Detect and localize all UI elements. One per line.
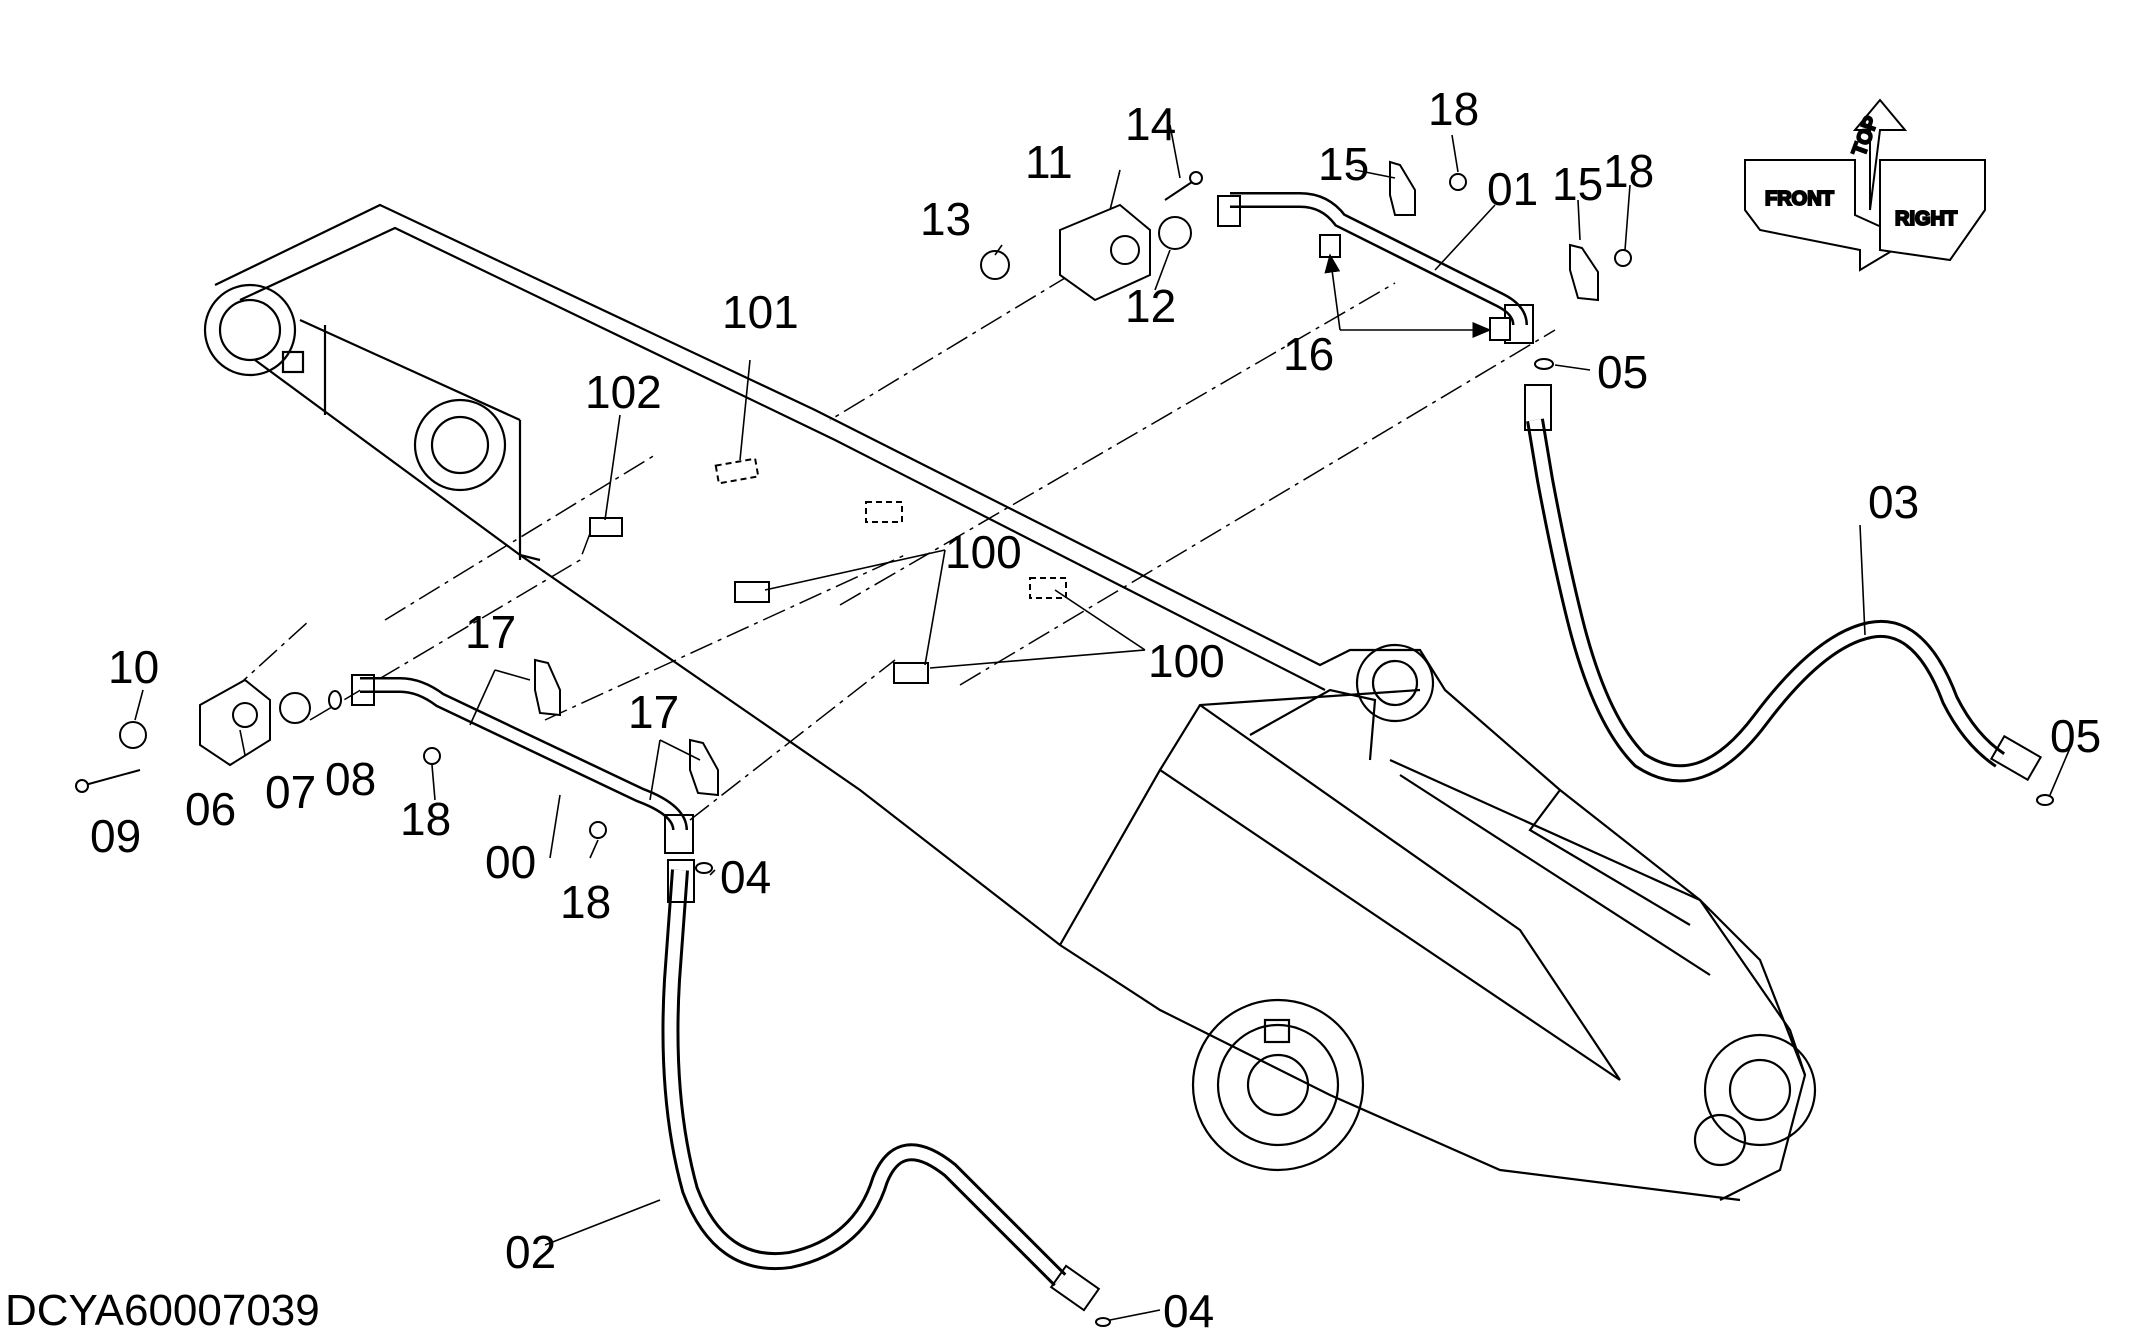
boom-arm bbox=[203, 203, 1817, 1202]
callout-17-b: 17 bbox=[628, 686, 679, 738]
callout-07: 07 bbox=[265, 766, 316, 818]
callout-101: 101 bbox=[722, 286, 799, 338]
callout-03: 03 bbox=[1868, 476, 1919, 528]
document-id: DCYA60007039 bbox=[5, 1286, 320, 1335]
orientation-right-label: RIGHT bbox=[1895, 208, 1957, 230]
callout-09: 09 bbox=[90, 810, 141, 862]
callout-06: 06 bbox=[185, 783, 236, 835]
callout-17-a: 17 bbox=[465, 606, 516, 658]
callout-100-a: 100 bbox=[945, 526, 1022, 578]
callout-100-b: 100 bbox=[1148, 635, 1225, 687]
callout-18-b: 18 bbox=[1603, 145, 1654, 197]
callout-16: 16 bbox=[1283, 328, 1334, 380]
callout-01: 01 bbox=[1487, 163, 1538, 215]
callout-18-c: 18 bbox=[400, 793, 451, 845]
callout-15-a: 15 bbox=[1318, 138, 1369, 190]
callout-05-b: 05 bbox=[2050, 710, 2101, 762]
callout-12: 12 bbox=[1125, 280, 1176, 332]
callout-18-d: 18 bbox=[560, 876, 611, 928]
orientation-front-label: FRONT bbox=[1765, 188, 1834, 210]
callout-04-a: 04 bbox=[720, 851, 771, 903]
callout-14: 14 bbox=[1125, 98, 1176, 150]
leader-lines bbox=[199, 274, 1556, 821]
callout-02: 02 bbox=[505, 1226, 556, 1278]
callout-04-b: 04 bbox=[1163, 1285, 1214, 1335]
callout-13: 13 bbox=[920, 193, 971, 245]
pipes-and-hoses bbox=[351, 192, 2043, 1312]
callout-05-a: 05 bbox=[1597, 346, 1648, 398]
callout-15-b: 15 bbox=[1552, 158, 1603, 210]
hardware-parts bbox=[75, 160, 2054, 1327]
callout-08: 08 bbox=[325, 753, 376, 805]
callout-leaders bbox=[134, 124, 2071, 1321]
callout-18-a: 18 bbox=[1428, 83, 1479, 135]
orientation-icon: FRONT TOP RIGHT bbox=[1744, 98, 1986, 272]
callout-00: 00 bbox=[485, 836, 536, 888]
callout-102: 102 bbox=[585, 366, 662, 418]
callout-11: 11 bbox=[1025, 136, 1073, 188]
callout-labels: 00 01 02 03 04 04 05 05 06 07 08 09 10 1… bbox=[90, 83, 2101, 1335]
callout-10: 10 bbox=[108, 641, 159, 693]
